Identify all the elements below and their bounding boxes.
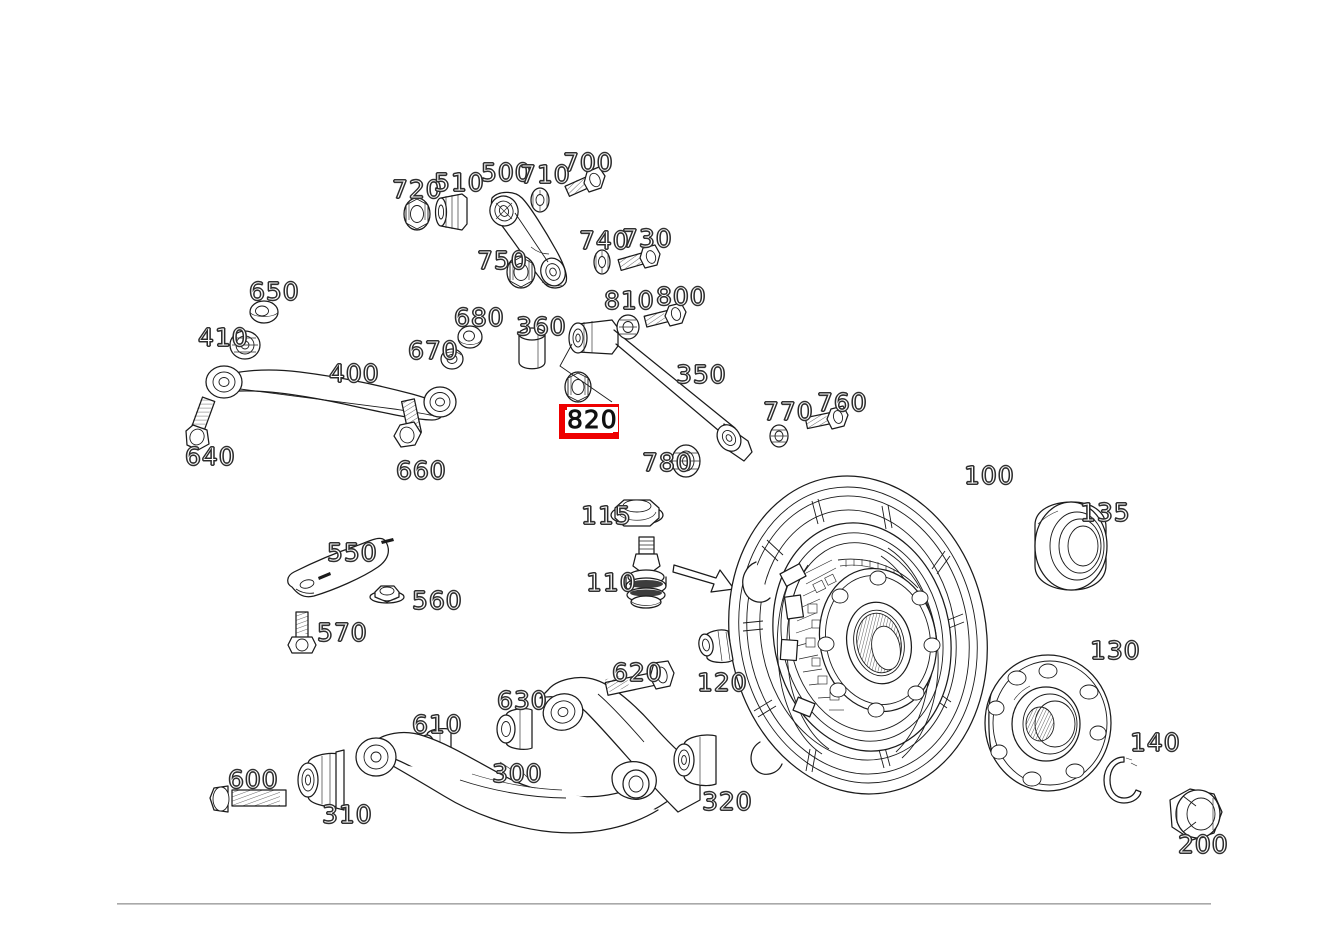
callout-360[interactable]: 360 [515,312,567,341]
part-200-axle-nut [1169,788,1223,841]
callout-200[interactable]: 200 [1177,830,1229,859]
part-360-bumpstop [518,327,546,370]
callout-730[interactable]: 730 [621,224,673,253]
callout-350[interactable]: 350 [675,360,727,389]
part-660-bolt [393,398,423,448]
part-670-washer [440,348,464,370]
callout-780[interactable]: 780 [641,448,693,477]
part-320-bushing [673,734,717,787]
callout-570[interactable]: 570 [316,618,368,647]
callout-720[interactable]: 720 [391,175,443,204]
part-500-upper-control-arm [489,191,568,289]
callout-650[interactable]: 650 [248,277,300,306]
part-560-nut [369,585,405,604]
part-740-nut [593,249,611,275]
callout-320[interactable]: 320 [701,787,753,816]
part-350-trailing-link [568,319,753,462]
part-680-washer [457,325,483,349]
callout-660[interactable]: 660 [395,456,447,485]
part-760-bolt [804,405,849,430]
callout-130[interactable]: 130 [1089,636,1141,665]
callout-115[interactable]: 115 [580,501,632,530]
part-570-bolt [287,611,317,654]
callout-740[interactable]: 740 [578,226,630,255]
callout-300[interactable]: 300 [491,759,543,788]
callout-135[interactable]: 135 [1079,498,1131,527]
part-750-nut [506,255,536,289]
callout-760[interactable]: 760 [816,388,868,417]
callout-400[interactable]: 400 [328,359,380,388]
callout-750[interactable]: 750 [476,246,528,275]
callout-770[interactable]: 770 [762,397,814,426]
callout-670[interactable]: 670 [407,336,459,365]
part-700-bolt [564,166,606,197]
callout-680[interactable]: 680 [453,303,505,332]
part-630-bushing [496,708,533,750]
part-550-sensor-bracket [287,537,394,598]
callout-100[interactable]: 100 [963,461,1015,490]
callout-600[interactable]: 600 [227,765,279,794]
callout-710[interactable]: 710 [519,160,571,189]
footer-divider [117,903,1211,905]
callout-510[interactable]: 510 [433,168,485,197]
part-130-wheel-hub [984,654,1112,792]
callout-610[interactable]: 610 [411,710,463,739]
part-800-bolt [643,302,687,328]
callout-500[interactable]: 500 [480,158,532,187]
callout-410[interactable]: 410 [197,323,249,352]
callout-140[interactable]: 140 [1129,728,1181,757]
leader-line-820 [559,343,613,403]
part-510-bushing [434,193,468,231]
part-100-brake-backing-plate [728,475,988,795]
callout-700[interactable]: 700 [562,148,614,177]
callout-560[interactable]: 560 [411,586,463,615]
part-135-bearing [1034,501,1108,591]
part-300-lower-control-arm [355,677,701,834]
part-710-nut [530,187,550,213]
part-620-bolt [604,660,675,696]
callout-820[interactable]: 820 [567,405,618,434]
callout-120[interactable]: 120 [696,668,748,697]
part-410-bushing [229,330,261,360]
part-140-snap-ring [1103,756,1142,804]
callout-800[interactable]: 800 [655,282,707,311]
part-115-nut [610,499,664,527]
part-720-nut [403,197,431,231]
part-730-bolt [617,244,661,271]
part-770-washer [769,424,789,448]
assembly-arrow [672,564,735,593]
callout-310[interactable]: 310 [321,800,373,829]
part-650-washer [249,300,279,324]
part-640-bolt [185,396,216,451]
part-600-bolt [209,785,287,813]
part-780-nut [671,444,701,478]
callout-110[interactable]: 110 [585,568,637,597]
part-110-ball-joint [625,536,667,609]
callout-810[interactable]: 810 [603,286,655,315]
part-820-nut [564,371,592,403]
callout-620[interactable]: 620 [611,658,663,687]
callout-630[interactable]: 630 [496,686,548,715]
part-310-bushing [297,749,345,811]
callout-640[interactable]: 640 [184,442,236,471]
part-120-bushing [698,629,734,664]
callout-550[interactable]: 550 [326,538,378,567]
part-810-washer [616,314,640,340]
part-400-camber-arm [205,365,457,421]
